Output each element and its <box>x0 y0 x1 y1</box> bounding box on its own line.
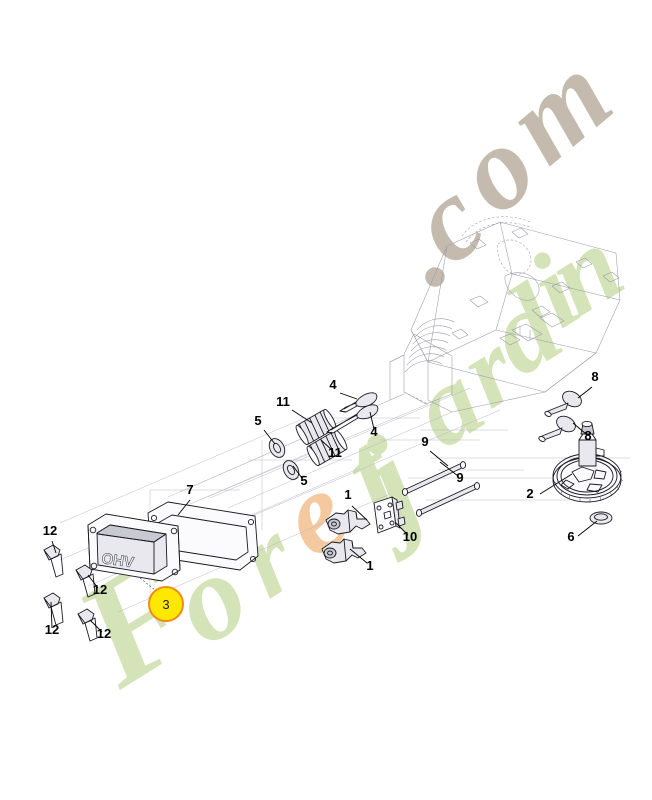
tappet-8-a <box>544 390 582 417</box>
rocker-arm-1-a <box>325 509 371 535</box>
push-rod-9-a <box>401 461 467 496</box>
part-rocker-arms-1 <box>321 509 371 564</box>
callout-number-2[interactable]: 2 <box>526 486 533 501</box>
part-valve-cover: OHV <box>87 513 181 582</box>
callout-number-10[interactable]: 10 <box>403 529 417 544</box>
callout-number-8[interactable]: 8 <box>584 428 591 443</box>
callout-number-1[interactable]: 1 <box>366 558 373 573</box>
valve-4-b <box>326 404 379 434</box>
engine-detail-cluster <box>499 312 565 346</box>
callout-number-11[interactable]: 11 <box>276 394 290 409</box>
callout-number-6[interactable]: 6 <box>567 529 574 544</box>
part-bolts-12 <box>43 544 98 642</box>
leader-line-1 <box>351 505 368 521</box>
part-valves-4 <box>326 392 379 434</box>
leader-line-4 <box>369 411 375 430</box>
part-camshaft-gear-2 <box>552 420 624 503</box>
callout-number-4[interactable]: 4 <box>370 424 378 439</box>
leader-line-12 <box>50 601 53 629</box>
callout-number-5[interactable]: 5 <box>300 473 307 488</box>
leader-line-10 <box>395 522 409 536</box>
valve-cover-emboss-text: OHV <box>100 550 135 571</box>
spring-11-a <box>295 408 337 446</box>
leader-line-11 <box>291 409 313 424</box>
callout-number-5[interactable]: 5 <box>254 413 261 428</box>
highlight-callout-3[interactable]: 3 <box>139 577 184 622</box>
part-springs-11 <box>295 408 348 467</box>
leader-line-6 <box>577 520 598 537</box>
highlight-circle[interactable] <box>148 586 184 622</box>
leader-line-2 <box>539 473 573 495</box>
bolt-12-a <box>43 544 64 578</box>
spring-11-b <box>306 429 348 467</box>
callout-number-4[interactable]: 4 <box>329 377 337 392</box>
leader-line-12 <box>87 574 99 589</box>
callout-number-12[interactable]: 12 <box>43 523 57 538</box>
callout-number-7[interactable]: 7 <box>186 482 193 497</box>
highlight-number-label: 3 <box>162 597 169 612</box>
leader-line-8 <box>572 422 587 435</box>
leader-line-5 <box>263 429 276 445</box>
leader-line-12 <box>89 619 103 633</box>
leader-line-5 <box>292 465 303 479</box>
push-rod-9-b <box>415 482 481 517</box>
part-retainers-5 <box>268 438 300 480</box>
bolt-12-b <box>75 564 96 598</box>
leader-line-7 <box>177 499 191 516</box>
callout-leader-lines <box>50 386 598 633</box>
rocker-arm-1-b <box>321 538 367 564</box>
callout-number-9[interactable]: 9 <box>456 470 463 485</box>
leader-line-8 <box>577 386 593 399</box>
callout-number-12[interactable]: 12 <box>97 626 111 641</box>
leader-line-9 <box>439 461 459 477</box>
part-rocker-bracket-10 <box>373 496 406 534</box>
part-tappets-8 <box>538 390 582 442</box>
valve-4-a <box>339 392 378 413</box>
retainer-5-b <box>282 460 300 480</box>
leader-line-12 <box>51 540 57 554</box>
callout-number-12[interactable]: 12 <box>45 622 59 637</box>
part-push-rods-9 <box>401 461 481 517</box>
leader-line-1 <box>349 548 368 564</box>
bolt-12-c <box>43 592 64 626</box>
callout-number-1[interactable]: 1 <box>344 487 351 502</box>
callout-number-12[interactable]: 12 <box>93 582 107 597</box>
leader-line-4 <box>339 392 358 400</box>
callout-number-8[interactable]: 8 <box>591 369 598 384</box>
leader-line-11 <box>320 439 334 452</box>
watermark: F o r e t j a r d i n . c o m <box>49 29 643 719</box>
cylinder-fins <box>404 318 455 373</box>
callout-number-9[interactable]: 9 <box>421 434 428 449</box>
gear-teeth <box>553 469 624 503</box>
leader-line-9 <box>429 450 449 467</box>
part-washer-6 <box>589 511 613 525</box>
callout-number-11[interactable]: 11 <box>328 445 342 460</box>
tappet-8-b <box>538 415 576 442</box>
